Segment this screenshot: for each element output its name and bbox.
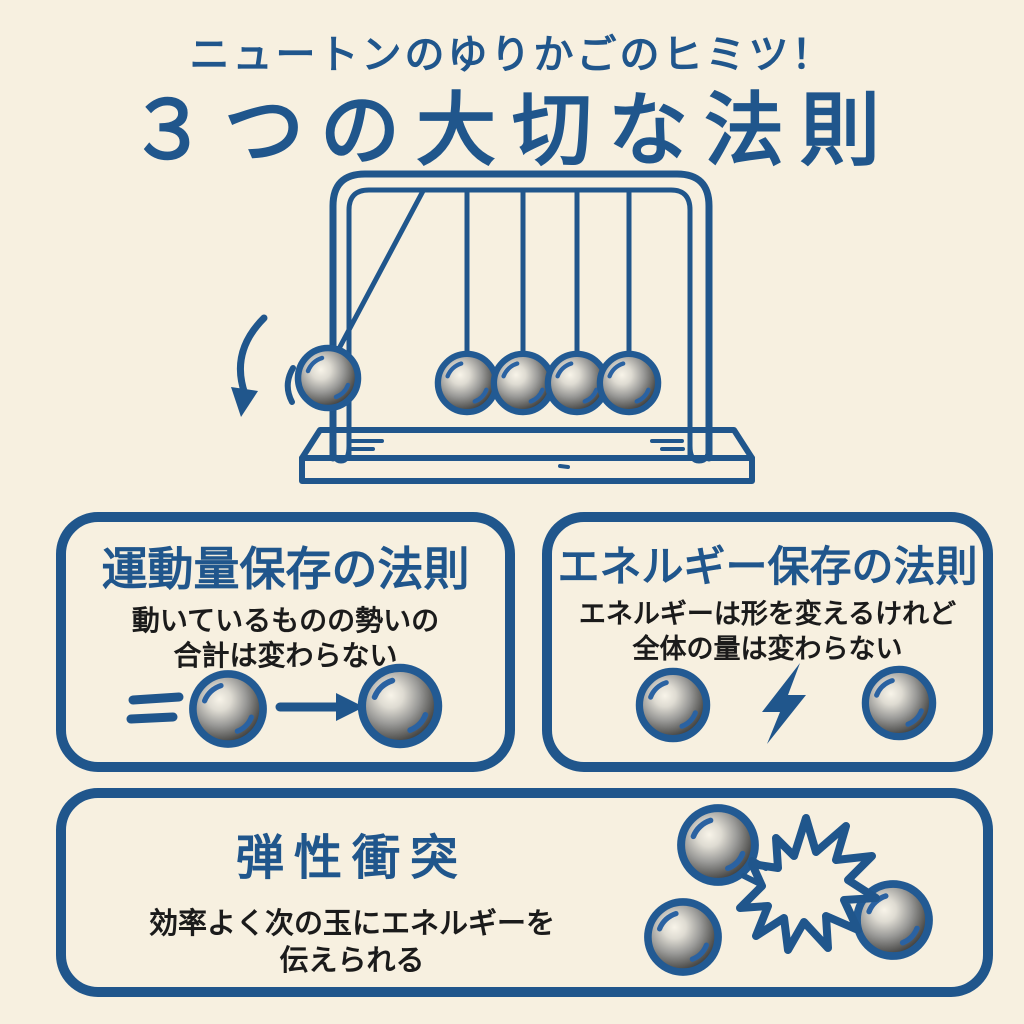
- energy-law-card: エネルギー保存の法則 エネルギーは形を変えるけれど 全体の量は変わらない: [542, 512, 993, 772]
- cradle-frame: [329, 170, 713, 464]
- energy-law-title: エネルギー保存の法則: [557, 542, 978, 591]
- cradle-strings: [331, 188, 632, 383]
- cradle-base: [299, 427, 755, 484]
- steel-ball: [494, 354, 552, 412]
- elastic-collision-description-line2: 伝えられる: [279, 942, 425, 977]
- header-subtitle: ニュートンのゆりかごのヒミツ！: [189, 32, 835, 78]
- steel-ball: [438, 354, 496, 412]
- momentum-law-description-line2: 合計は変わらない: [173, 639, 398, 673]
- elastic-collision-card: 弾性衝突 効率よく次の玉にエネルギーを 伝えられる: [56, 788, 993, 997]
- steel-ball: [298, 348, 358, 408]
- page-title: ３つの大切な法則: [128, 84, 896, 177]
- momentum-law-title: 運動量保存の法則: [101, 542, 470, 596]
- newtons-cradle-illustration: [231, 170, 755, 484]
- elastic-collision-description-line1: 効率よく次の玉にエネルギーを: [148, 905, 555, 940]
- swing-arrow-icon: [231, 314, 296, 417]
- energy-law-description-line1: エネルギーは形を変えるけれど: [578, 599, 957, 631]
- steel-ball: [600, 354, 658, 412]
- energy-law-description-line2: 全体の量は変わらない: [632, 633, 903, 665]
- steel-ball: [548, 354, 606, 412]
- motion-arc-icon: [284, 365, 296, 405]
- elastic-collision-title: 弾性衝突: [235, 830, 468, 886]
- momentum-law-description-line1: 動いているものの勢いの: [131, 603, 440, 637]
- momentum-law-card: 運動量保存の法則 動いているものの勢いの 合計は変わらない: [56, 512, 515, 772]
